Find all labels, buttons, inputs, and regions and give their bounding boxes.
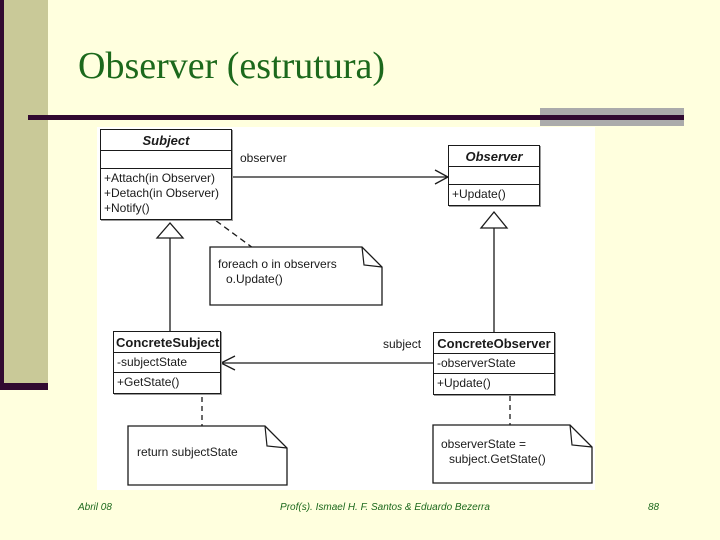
class-concrete-subject-name: ConcreteSubject — [114, 332, 220, 353]
class-observer-attributes — [449, 167, 539, 185]
subject-association-arrowhead-icon — [219, 355, 236, 371]
class-subject-attributes — [101, 151, 231, 169]
method-concrete-update: +Update() — [437, 376, 491, 390]
class-concrete-subject-methods: +GetState() — [114, 373, 220, 393]
left-accent-bar — [4, 0, 48, 383]
title-underline — [28, 115, 684, 120]
observer-generalization-triangle-icon — [479, 210, 509, 229]
update-note-line2: subject.GetState() — [449, 452, 546, 466]
method-detach: +Detach(in Observer) — [104, 186, 220, 200]
update-note-line1: observerState = — [441, 437, 527, 451]
footer-page-number: 88 — [648, 502, 660, 513]
uml-diagram-panel: Subject +Attach(in Observer) +Detach(in … — [97, 127, 595, 490]
method-attach: +Attach(in Observer) — [104, 171, 216, 185]
left-maroon-stripe — [0, 0, 4, 390]
class-subject: Subject +Attach(in Observer) +Detach(in … — [100, 129, 232, 220]
subject-role-label: subject — [383, 337, 422, 351]
getstate-note-text: return subjectState — [137, 445, 238, 460]
attr-observer-state: -observerState — [437, 356, 516, 370]
notify-note-text: foreach o in observers o.Update() — [218, 257, 337, 287]
method-notify: +Notify() — [104, 201, 150, 215]
class-subject-name: Subject — [101, 130, 231, 151]
class-concrete-observer-name: ConcreteObserver — [434, 333, 554, 354]
class-concrete-subject: ConcreteSubject -subjectState +GetState(… — [113, 331, 221, 394]
getstate-note-shape — [127, 425, 288, 486]
class-concrete-observer: ConcreteObserver -observerState +Update(… — [433, 332, 555, 395]
method-getstate: +GetState() — [117, 375, 180, 389]
footer-date: Abril 08 — [78, 502, 112, 513]
class-observer: Observer +Update() — [448, 145, 540, 206]
getstate-note-fold-icon — [264, 425, 288, 449]
class-observer-name: Observer — [449, 146, 539, 167]
attr-subject-state: -subjectState — [117, 355, 188, 369]
update-note-shape — [432, 424, 593, 484]
class-subject-methods: +Attach(in Observer) +Detach(in Observer… — [101, 169, 231, 219]
notify-note-fold-icon — [361, 246, 383, 268]
update-note-text: observerState = subject.GetState() — [441, 437, 546, 467]
method-update: +Update() — [452, 187, 506, 201]
notify-note-line1: foreach o in observers — [218, 257, 337, 271]
class-concrete-observer-methods: +Update() — [434, 374, 554, 394]
footer-authors: Prof(s). Ismael H. F. Santos & Eduardo B… — [280, 502, 490, 513]
class-observer-methods: +Update() — [449, 185, 539, 205]
left-maroon-bottom-line — [0, 383, 48, 390]
slide-title: Observer (estrutura) — [78, 45, 386, 87]
notify-note-line2: o.Update() — [226, 272, 283, 286]
notify-note-shape — [209, 246, 383, 306]
observer-role-label: observer — [240, 151, 287, 165]
update-note-fold-icon — [569, 424, 593, 448]
class-concrete-observer-attributes: -observerState — [434, 354, 554, 374]
subject-generalization-triangle-icon — [155, 222, 185, 239]
uml-connectors — [127, 169, 593, 486]
getstate-note-line1: return subjectState — [137, 445, 238, 459]
class-concrete-subject-attributes: -subjectState — [114, 353, 220, 373]
